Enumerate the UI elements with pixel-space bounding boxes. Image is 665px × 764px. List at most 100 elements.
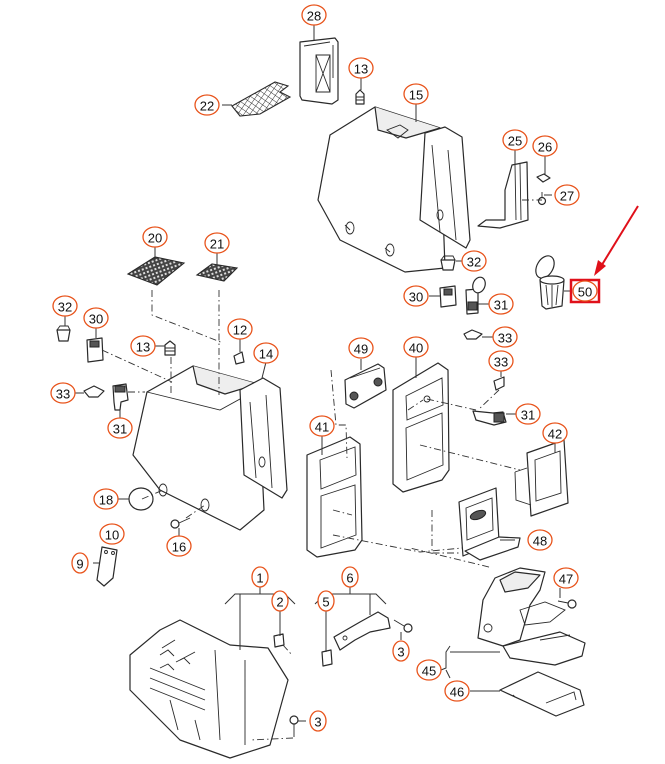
callout-ring [488, 350, 514, 372]
callout-label: 30 [409, 290, 423, 305]
callout-40[interactable]: 40 [403, 336, 429, 358]
part-control-panel [344, 363, 387, 409]
callout-45[interactable]: 45 [416, 659, 442, 681]
callout-ring [348, 337, 374, 359]
assembly-lines [101, 199, 542, 741]
part-console-housing-lower [132, 365, 288, 531]
callout-label: 40 [409, 341, 423, 356]
callout-26[interactable]: 26 [532, 135, 558, 157]
callout-32[interactable]: 32 [52, 295, 78, 317]
callout-13[interactable]: 13 [348, 57, 374, 79]
part-12v-socket [112, 383, 129, 411]
callout-label: 42 [548, 427, 562, 442]
callout-25[interactable]: 25 [502, 129, 528, 151]
highlight-arrow[interactable] [594, 205, 639, 276]
callout-31[interactable]: 31 [107, 417, 133, 439]
callout-ring [271, 590, 289, 612]
callout-12[interactable]: 12 [227, 318, 253, 340]
part-flap-frame [458, 487, 521, 561]
callout-30[interactable]: 30 [83, 307, 109, 329]
part-screw [557, 599, 577, 609]
callout-33[interactable]: 33 [488, 350, 514, 372]
callout-28[interactable]: 28 [301, 4, 327, 26]
callout-ring [71, 552, 89, 574]
callout-label: 16 [172, 540, 186, 555]
part-spreader-pin [164, 340, 176, 356]
callout-50[interactable]: 50 [569, 278, 601, 304]
callout-20[interactable]: 20 [142, 226, 168, 248]
callout-label: 33 [498, 331, 512, 346]
callout-ring [130, 335, 156, 357]
callout-3[interactable]: 3 [392, 640, 410, 662]
part-ashtray-insert [535, 255, 565, 310]
callout-label: 46 [450, 685, 464, 700]
callout-16[interactable]: 16 [166, 535, 192, 557]
callout-3[interactable]: 3 [309, 710, 327, 732]
callout-13[interactable]: 13 [130, 335, 156, 357]
callout-ring [227, 318, 253, 340]
part-rear-trim-panel-40 [392, 362, 450, 493]
callout-41[interactable]: 41 [309, 415, 335, 437]
part-rear-trim-panel-41 [306, 436, 363, 558]
callout-46[interactable]: 46 [444, 680, 470, 702]
part-clip-nut [321, 649, 333, 667]
part-strap [96, 546, 118, 587]
callout-2[interactable]: 2 [271, 590, 289, 612]
callout-label: 49 [354, 342, 368, 357]
callout-27[interactable]: 27 [554, 184, 580, 206]
callout-5[interactable]: 5 [317, 590, 335, 612]
callout-10[interactable]: 10 [99, 523, 125, 545]
callout-label: 10 [105, 528, 119, 543]
callout-14[interactable]: 14 [253, 342, 279, 364]
callout-label: 26 [538, 140, 552, 155]
callout-ring [142, 226, 168, 248]
callout-label: 41 [315, 420, 329, 435]
callout-42[interactable]: 42 [542, 422, 568, 444]
part-screw [537, 192, 547, 206]
callout-label: 47 [559, 572, 573, 587]
part-bracket [477, 161, 529, 229]
callout-label: 31 [113, 422, 127, 437]
callout-48[interactable]: 48 [527, 529, 553, 551]
part-frame [514, 439, 569, 517]
callout-label: 45 [422, 664, 436, 679]
callout-label: 32 [58, 300, 72, 315]
callout-label: 2 [276, 595, 283, 610]
callout-ring [403, 285, 429, 307]
callout-ring [99, 523, 125, 545]
callout-1[interactable]: 1 [251, 566, 269, 588]
callout-ring [461, 250, 487, 272]
callout-label: 25 [508, 134, 522, 149]
callout-6[interactable]: 6 [341, 566, 359, 588]
callout-18[interactable]: 18 [93, 488, 119, 510]
callout-label: 12 [233, 323, 247, 338]
callout-32[interactable]: 32 [461, 250, 487, 272]
part-grid-mat [231, 81, 292, 117]
part-storage-insert [299, 37, 339, 105]
callout-label: 15 [409, 88, 423, 103]
callout-15[interactable]: 15 [403, 83, 429, 105]
callout-33[interactable]: 33 [492, 326, 518, 348]
callout-30[interactable]: 30 [403, 285, 429, 307]
callout-label: 31 [521, 408, 535, 423]
callout-label: 21 [210, 237, 224, 252]
callout-31[interactable]: 31 [515, 403, 541, 425]
callout-label: 32 [467, 255, 481, 270]
callout-ring [309, 415, 335, 437]
callout-label: 33 [56, 387, 70, 402]
callout-label: 18 [99, 493, 113, 508]
callout-9[interactable]: 9 [71, 552, 89, 574]
callout-ring [348, 57, 374, 79]
callout-label: 22 [200, 99, 214, 114]
callout-49[interactable]: 49 [348, 337, 374, 359]
callout-ring [301, 4, 327, 26]
callout-22[interactable]: 22 [194, 94, 220, 116]
callout-ring [515, 403, 541, 425]
callout-33[interactable]: 33 [50, 382, 76, 404]
callout-21[interactable]: 21 [204, 232, 230, 254]
part-spreader-pin [355, 89, 365, 105]
callout-47[interactable]: 47 [553, 567, 579, 589]
callout-31[interactable]: 31 [488, 293, 514, 315]
part-mat-base [499, 671, 585, 717]
